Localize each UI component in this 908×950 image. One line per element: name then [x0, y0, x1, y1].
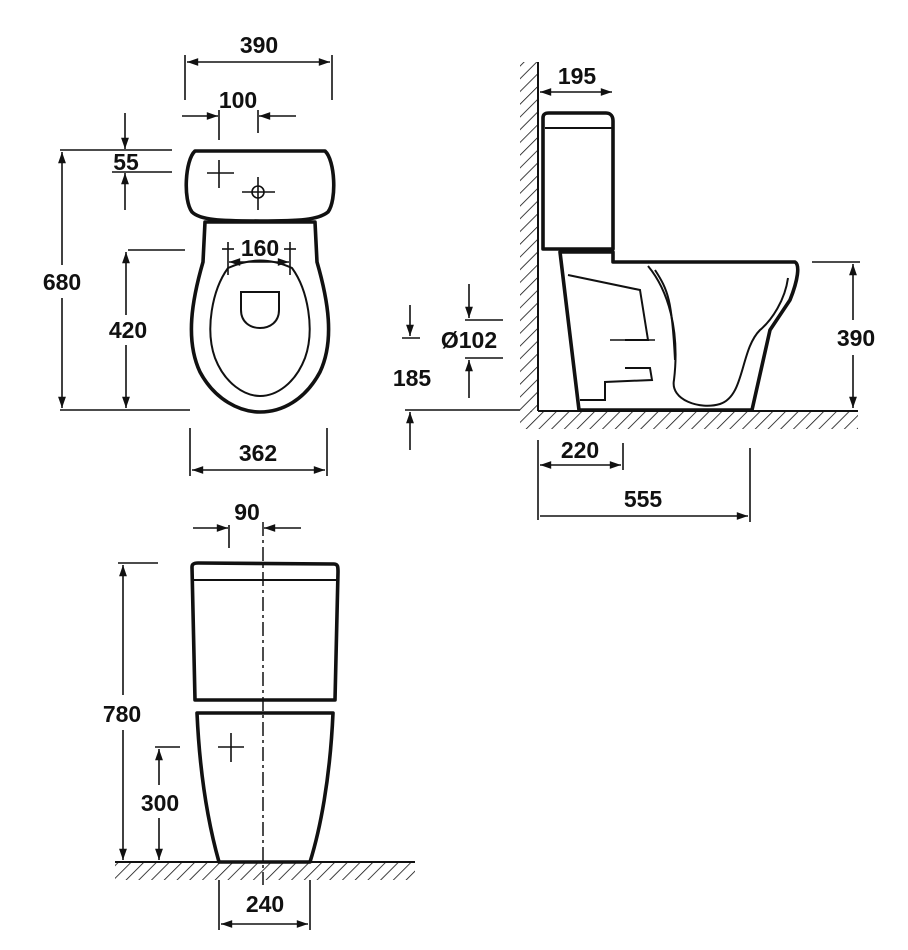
- dim-overall-width: 390: [240, 32, 278, 58]
- dim-seat-height: 390: [837, 325, 875, 351]
- dim-overall-height: 780: [103, 701, 141, 727]
- top-view: 390 100 55 680 420 160 362: [43, 32, 336, 476]
- bowl-opening: [240, 291, 280, 330]
- dim-base-width: 240: [246, 891, 284, 917]
- wall-hatch: [520, 62, 538, 412]
- dim-tank-depth: 195: [558, 63, 597, 89]
- side-view: 195 390 Ø102 185 220 555: [393, 62, 875, 522]
- inlet-marker-icon: [218, 733, 244, 762]
- dim-inlet-depth: 55: [113, 149, 139, 175]
- tank-side-outline: [541, 111, 615, 251]
- seat-outline: [209, 259, 311, 398]
- pedestal-outline: [195, 711, 335, 864]
- dim-seat-hinge-distance: 420: [109, 317, 147, 343]
- front-view: 90 780 300 240: [103, 499, 415, 930]
- dim-front-inlet-offset: 90: [234, 499, 260, 525]
- dim-hinge-spacing: 160: [241, 235, 279, 261]
- dim-outlet-diameter: Ø102: [441, 327, 497, 353]
- flush-button-icon: [242, 177, 275, 210]
- dim-inlet-offset: 100: [219, 87, 257, 113]
- dim-overall-length: 680: [43, 269, 81, 295]
- dim-overall-depth: 555: [624, 486, 663, 512]
- bowl-side-outline: [558, 250, 800, 412]
- tank-front-outline: [190, 561, 340, 702]
- dim-inlet-height: 300: [141, 790, 179, 816]
- floor-hatch-front: [115, 863, 415, 880]
- dim-outlet-height: 185: [393, 365, 432, 391]
- dim-bowl-width: 362: [239, 440, 277, 466]
- floor-hatch: [520, 411, 858, 429]
- inlet-marker-icon: [207, 160, 234, 188]
- dim-outlet-wall-distance: 220: [561, 437, 599, 463]
